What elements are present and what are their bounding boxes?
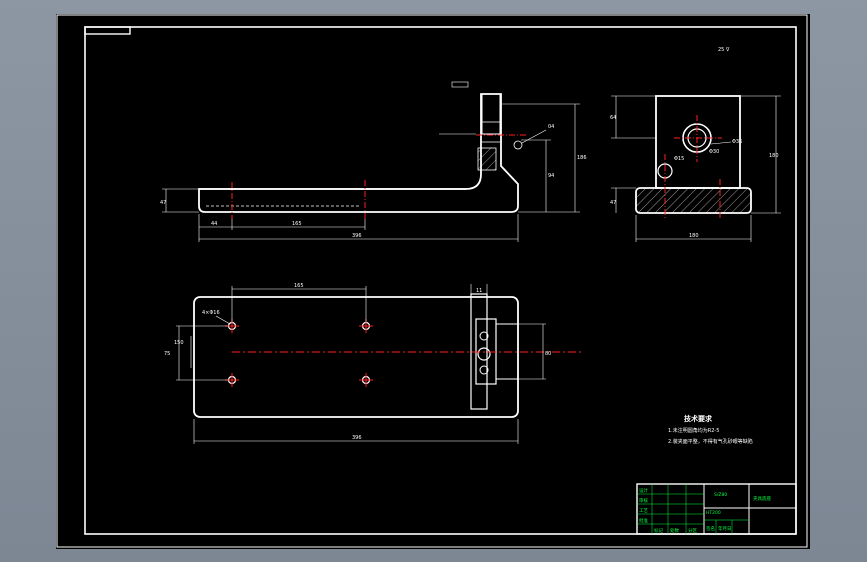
- surface-finish-note: 25 ∇: [718, 47, 730, 53]
- plan-upright: [470, 293, 488, 410]
- front-view-outline: [198, 93, 519, 213]
- plan-length-dim: 396: [352, 435, 362, 441]
- tech-req-line-2: 2.装夹面平整，不得有气孔砂眼等缺陷: [668, 438, 753, 445]
- front-hole-spacing-dim: 165: [292, 221, 302, 227]
- title-block-label: 年月日: [718, 525, 732, 532]
- plan-outline: [193, 296, 519, 418]
- title-block-label: 签名: [706, 525, 715, 532]
- drawing-number-box: [84, 26, 131, 35]
- front-outer-height-dim: 186: [577, 155, 587, 161]
- plan-slot-dim: 80: [545, 351, 551, 357]
- plan-small-hole: [479, 365, 489, 375]
- tech-req-line-1: 1.未注明圆角均为R2-5: [668, 427, 719, 434]
- callout-balloon: [513, 140, 523, 150]
- plan-bore: [477, 347, 491, 361]
- side-dim-small-2: Φ30: [709, 149, 719, 155]
- side-upper-dim: 64: [610, 115, 616, 121]
- title-block-label: 分区: [688, 527, 697, 534]
- drawing-canvas: 25 ∇ 04 44 165 396 47: [56, 14, 810, 549]
- front-length-dim: 396: [352, 233, 362, 239]
- technical-requirements: 技术要求 1.未注明圆角均为R2-5 2.装夹面平整，不得有气孔砂眼等缺陷: [668, 414, 753, 445]
- side-base-dim: 47: [610, 200, 616, 206]
- title-block-drawing-name: 夹具底座: [753, 495, 771, 502]
- side-upper-block: [655, 95, 741, 189]
- side-view: Φ36 Φ30 Φ15 180 180 64 47: [610, 95, 781, 242]
- outer-border: [56, 14, 808, 548]
- title-block-label: 工艺: [639, 508, 648, 514]
- plan-hole-callout: 4×Φ16: [202, 310, 220, 316]
- upright-section-hatch: [477, 147, 497, 171]
- side-dim-small-1: Φ36: [732, 139, 742, 145]
- side-dim-small-3: Φ15: [674, 156, 684, 162]
- title-block-label: 标记: [654, 527, 663, 534]
- title-block-label: 批准: [639, 517, 648, 524]
- side-width-dim: 180: [689, 233, 699, 239]
- plan-row-spacing-dim: 75: [164, 351, 170, 357]
- plan-hole-spacing-dim: 165: [294, 283, 304, 289]
- upright-slot: [481, 93, 501, 135]
- title-block-frame: [636, 483, 797, 535]
- plan-outer-width-dim: 150: [174, 340, 184, 346]
- tech-req-title: 技术要求: [684, 414, 713, 423]
- leader-line: [215, 315, 231, 325]
- front-base-height-dim: 47: [160, 200, 166, 206]
- title-block-label: 审核: [639, 497, 648, 504]
- plan-small-hole: [479, 331, 489, 341]
- plan-end-dim: 11: [476, 288, 482, 294]
- engineering-drawing: 25 ∇ 04 44 165 396 47: [56, 14, 808, 548]
- front-inner-height-dim: 94: [548, 173, 554, 179]
- plan-view: 165 396 4×Φ16 75 150 80 11: [164, 283, 581, 444]
- inner-border: [84, 26, 797, 535]
- side-height-dim: 180: [769, 153, 779, 159]
- callout-leader: [521, 129, 547, 144]
- side-base-hatched: [635, 187, 752, 214]
- tolerance-frame: [451, 81, 469, 88]
- leader-line: [710, 141, 732, 145]
- title-block-label: 设计: [639, 487, 648, 494]
- front-view: 04 44 165 396 47 94 186: [160, 81, 587, 242]
- title-block-scale: S/Z80: [714, 492, 727, 498]
- front-offset-dim: 44: [211, 221, 217, 227]
- front-callout-text: 04: [548, 124, 554, 130]
- title-block-label: 处数: [670, 527, 679, 534]
- title-block: S/Z80 HT200 夹具底座 设计 审核 工艺 批准 标记 处数 分区 签名…: [636, 483, 797, 535]
- title-block-material: HT200: [706, 510, 721, 516]
